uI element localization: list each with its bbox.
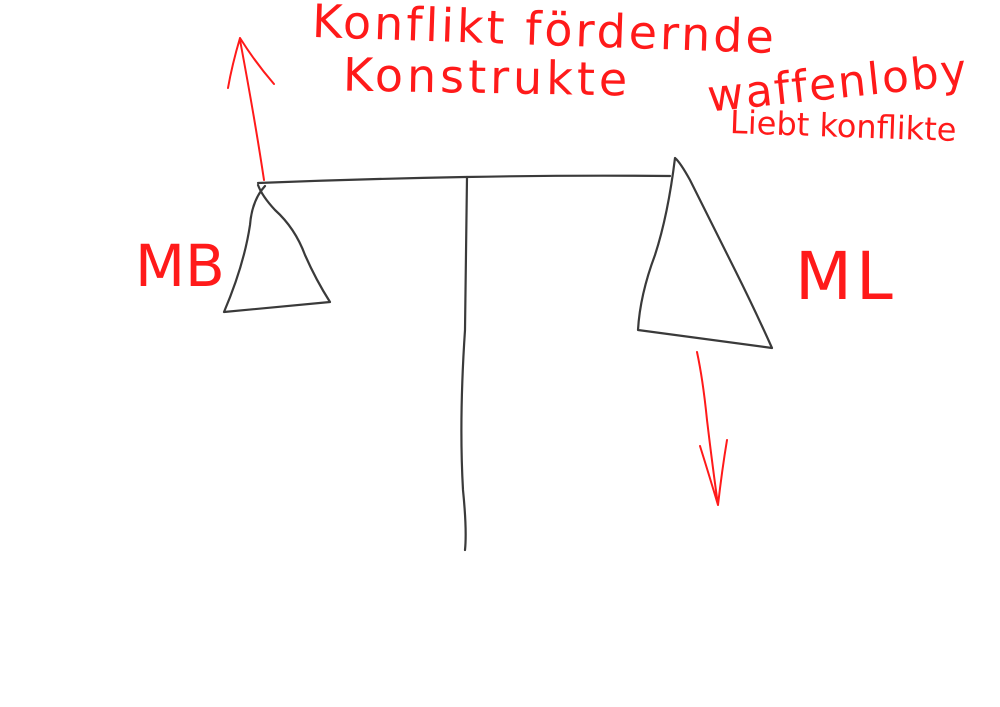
scale-post [460,175,469,552]
left-pan [222,183,332,314]
label-top-line2: Konstrukte [342,47,632,107]
arrow-up-icon [227,37,275,181]
label-right-line2: Liebt konflikte [729,103,958,149]
label-left-pan: MB [135,232,225,300]
right-pan [636,156,774,350]
scale-beam [256,174,672,185]
label-right-pan: ML [795,238,897,315]
arrow-down-icon [696,351,728,506]
